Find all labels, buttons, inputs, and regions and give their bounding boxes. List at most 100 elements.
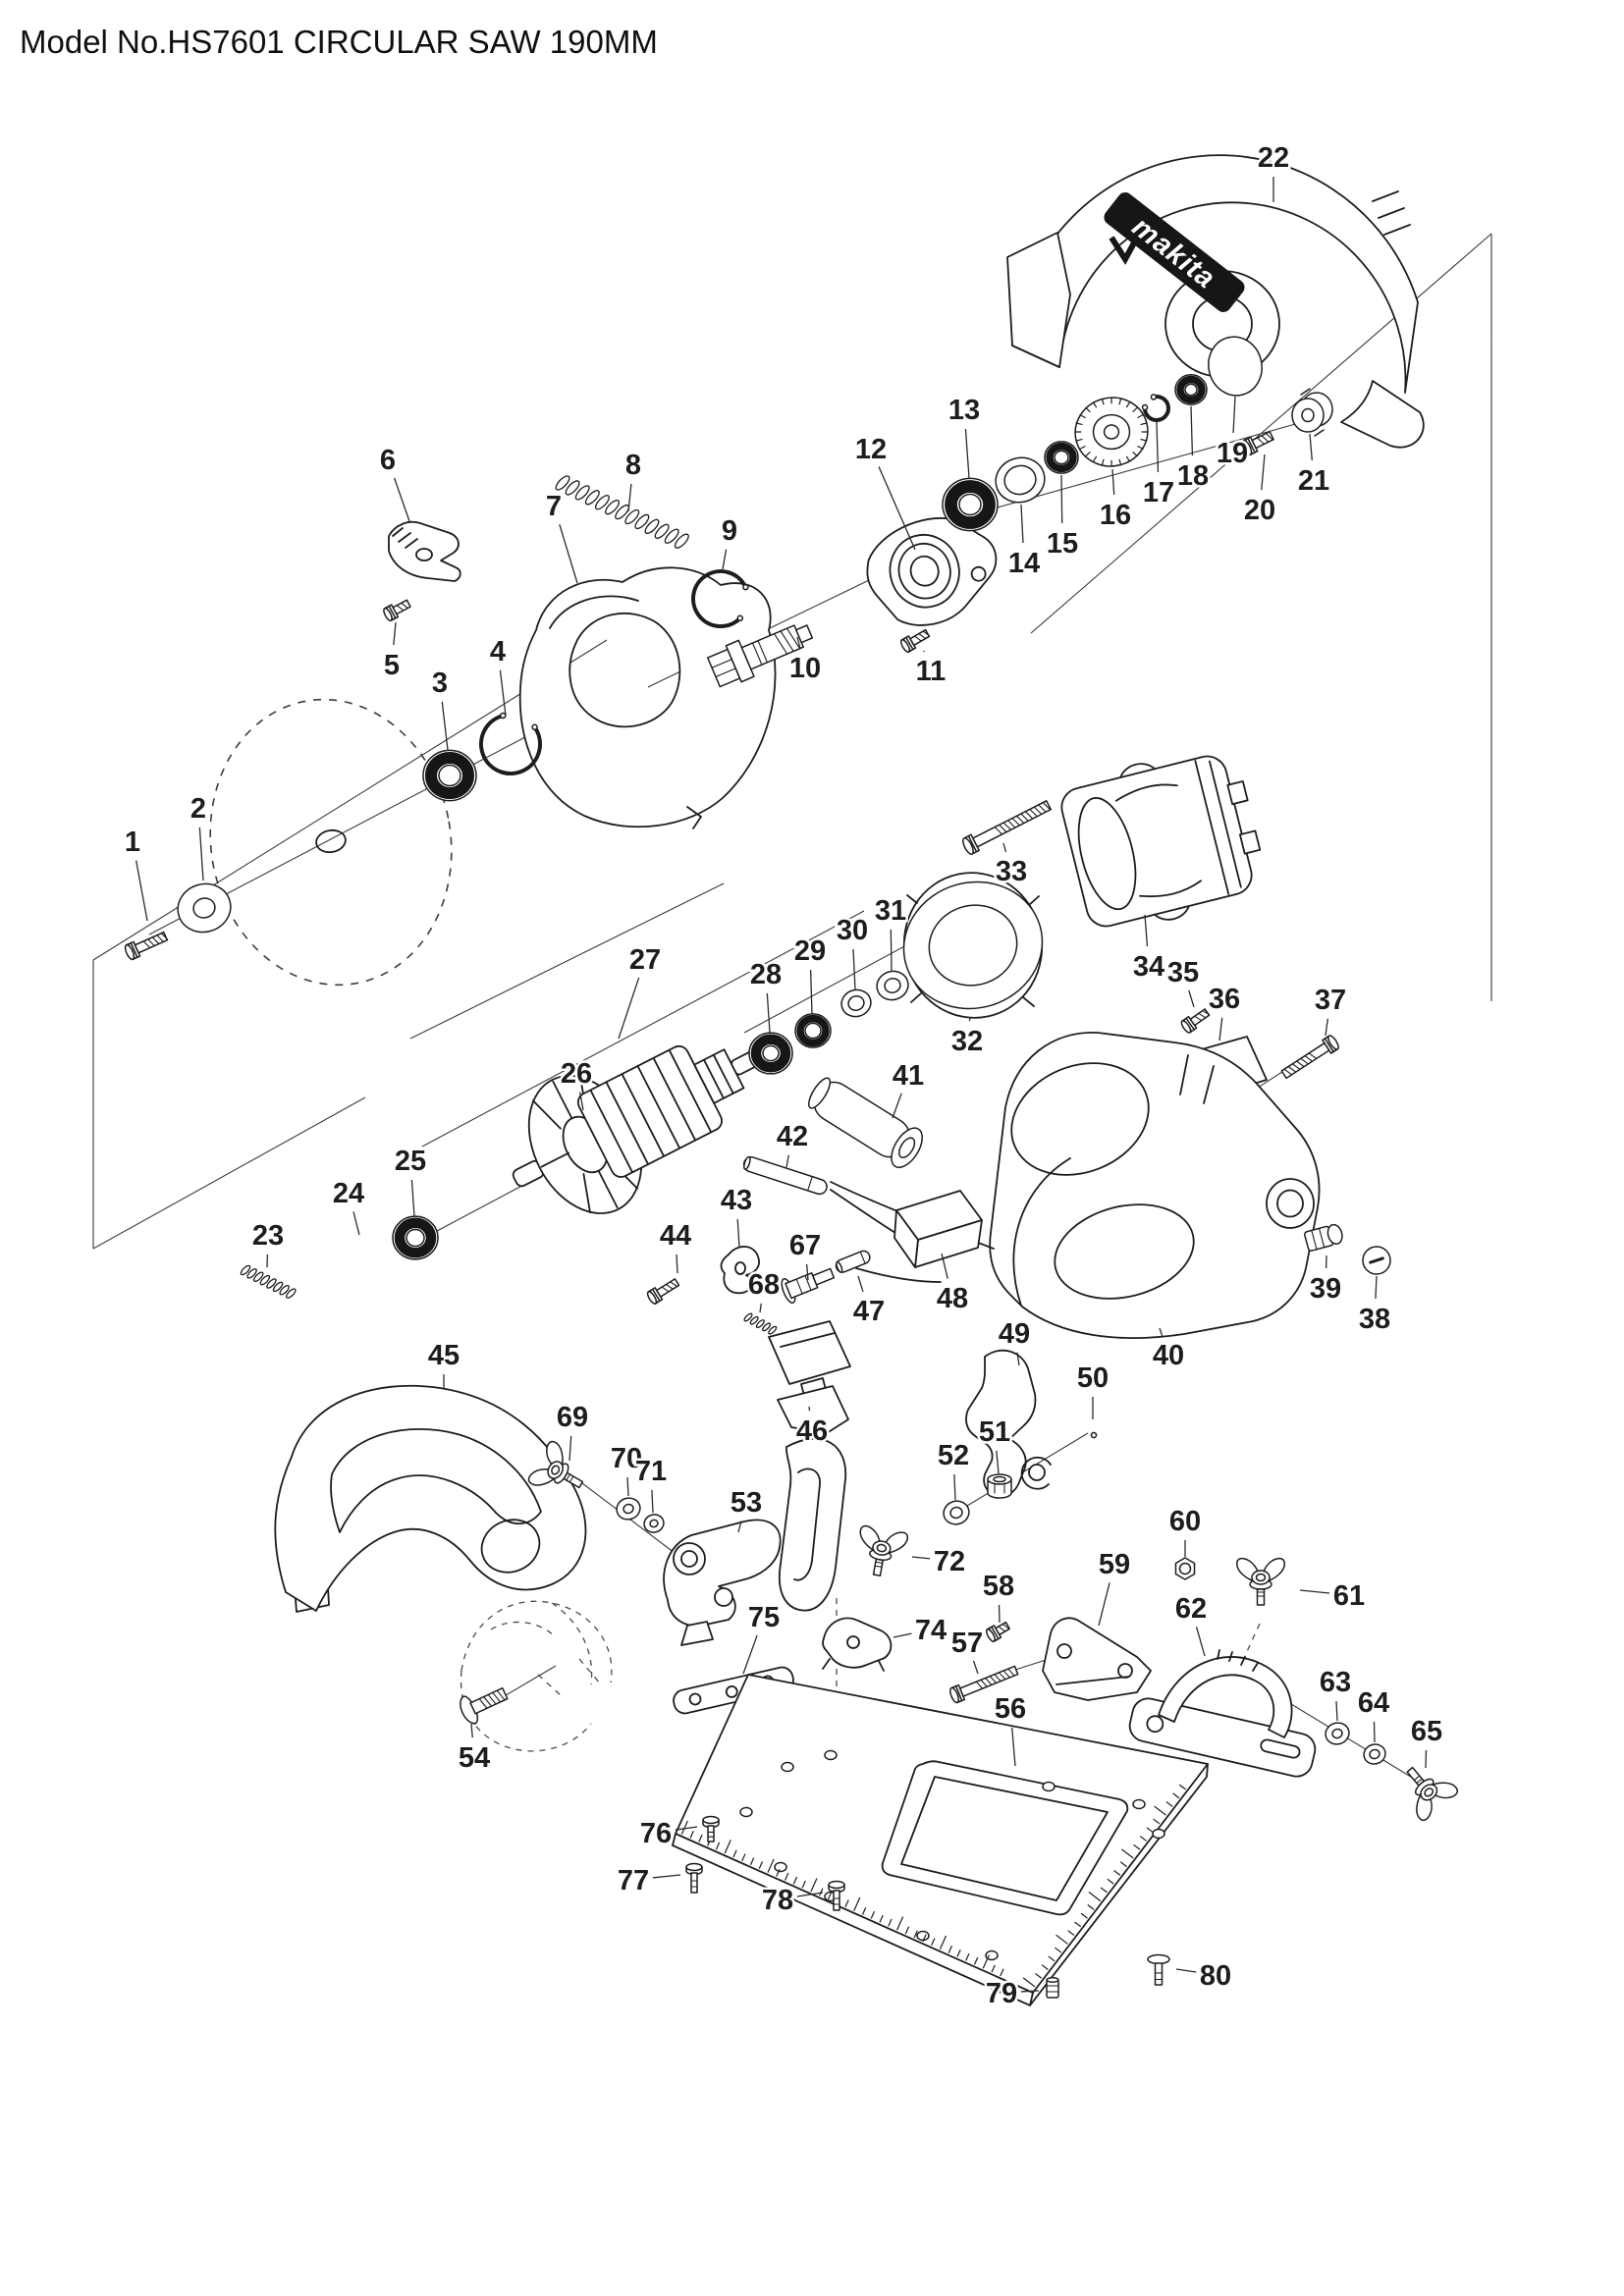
- part-58-callout: 58: [980, 1569, 1017, 1624]
- part-25-callout: 25: [392, 1144, 429, 1217]
- part-2-callout: 2: [188, 791, 209, 881]
- part-number-label: 69: [557, 1402, 588, 1433]
- part-32-glyph: [902, 881, 1044, 1010]
- part-3-glyph: [422, 749, 477, 802]
- part-49-callout: 49: [996, 1316, 1033, 1366]
- bearing-retainer-drawing: [866, 517, 998, 626]
- part-59-callout: 59: [1096, 1547, 1133, 1627]
- part-number-label: 31: [875, 895, 906, 927]
- part-number-label: 6: [380, 445, 396, 476]
- part-1-callout: 1: [122, 825, 148, 922]
- part-number-label: 65: [1411, 1716, 1442, 1747]
- part-25-glyph: [392, 1215, 439, 1260]
- part-number-label: 17: [1143, 477, 1174, 508]
- part-8-glyph: [555, 475, 689, 549]
- part-number-label: 56: [995, 1693, 1026, 1725]
- part-3-callout: 3: [429, 666, 451, 751]
- part-number-label: 16: [1100, 500, 1131, 531]
- part-51-callout: 51: [976, 1415, 1013, 1474]
- part-number-label: 64: [1358, 1687, 1389, 1719]
- part-number-label: 48: [937, 1283, 968, 1314]
- part-2-glyph: [177, 882, 232, 934]
- part-71-glyph: [643, 1514, 665, 1533]
- page-title: Model No.HS7601 CIRCULAR SAW 190MM: [20, 24, 658, 60]
- part-number-label: 57: [951, 1628, 983, 1659]
- part-11-glyph: [899, 628, 931, 653]
- part-47-glyph: [835, 1250, 871, 1273]
- part-23-glyph: [240, 1264, 297, 1299]
- part-68-callout: 68: [745, 1267, 783, 1313]
- blade-case-drawing: makita: [1006, 154, 1425, 449]
- part-16-glyph: [1074, 397, 1149, 467]
- part-number-label: 25: [395, 1146, 426, 1177]
- part-76-glyph: [702, 1815, 720, 1842]
- part-67-glyph: [781, 1267, 836, 1304]
- part-number-label: 47: [853, 1296, 885, 1327]
- bracket-59-drawing: [1042, 1617, 1152, 1701]
- part-35-callout: 35: [1164, 955, 1202, 1008]
- part-number-label: 37: [1315, 985, 1346, 1016]
- part-51-glyph: [987, 1473, 1012, 1499]
- part-number-label: 71: [635, 1456, 667, 1487]
- part-9-callout: 9: [719, 513, 740, 570]
- clamp-74-drawing: [822, 1617, 893, 1672]
- part-number-label: 27: [629, 944, 661, 976]
- part-11-callout: 11: [913, 650, 948, 690]
- part-80-glyph: [1147, 1953, 1170, 1986]
- safety-cover-drawing: [518, 566, 777, 829]
- part-number-label: 14: [1008, 548, 1040, 579]
- part-48-callout: 48: [934, 1253, 971, 1317]
- part-number-label: 79: [986, 1978, 1017, 2009]
- part-15-callout: 15: [1044, 474, 1081, 562]
- part-number-label: 44: [660, 1220, 691, 1252]
- part-18-callout: 18: [1174, 405, 1212, 495]
- part-21-glyph: [1291, 388, 1333, 437]
- part-number-label: 76: [640, 1818, 672, 1849]
- part-number-label: 26: [561, 1058, 592, 1090]
- part-50-callout: 50: [1074, 1361, 1111, 1419]
- part-64-glyph: [1363, 1743, 1386, 1765]
- part-number-label: 22: [1258, 142, 1289, 174]
- part-24-callout: 24: [330, 1176, 367, 1236]
- part-number-label: 74: [915, 1615, 947, 1646]
- part-71-callout: 71: [632, 1454, 670, 1514]
- part-60-callout: 60: [1166, 1504, 1204, 1557]
- part-72-glyph: [859, 1524, 909, 1577]
- part-number-label: 63: [1320, 1667, 1351, 1698]
- part-32-callout: 32: [948, 1016, 986, 1060]
- part-number-label: 30: [837, 915, 868, 946]
- handle-drawing: [274, 1384, 587, 1613]
- lockoff-lever-drawing: [965, 1349, 1052, 1497]
- part-number-label: 68: [748, 1269, 780, 1301]
- part-number-label: 3: [432, 667, 448, 699]
- part-number-label: 43: [721, 1185, 752, 1216]
- part-63-callout: 63: [1317, 1665, 1354, 1722]
- part-4-callout: 4: [487, 634, 509, 717]
- part-77-glyph: [685, 1862, 703, 1894]
- base-plate-drawing: [671, 1674, 1209, 2007]
- part-number-label: 2: [190, 793, 206, 825]
- part-47-callout: 47: [850, 1275, 888, 1330]
- part-number-label: 58: [983, 1571, 1014, 1602]
- part-number-label: 80: [1200, 1960, 1231, 1992]
- part-number-label: 21: [1298, 465, 1329, 497]
- part-8-callout: 8: [623, 448, 644, 512]
- part-69-callout: 69: [554, 1400, 591, 1462]
- part-29-glyph: [794, 1013, 832, 1048]
- part-number-label: 72: [934, 1546, 965, 1577]
- part-number-label: 39: [1310, 1273, 1341, 1305]
- part-40-callout: 40: [1150, 1327, 1187, 1374]
- part-number-label: 52: [938, 1440, 969, 1471]
- lever-6-drawing: [388, 520, 461, 582]
- part-58-glyph: [985, 1621, 1010, 1642]
- part-number-label: 42: [777, 1121, 808, 1152]
- part-number-label: 29: [794, 935, 826, 967]
- part-62-callout: 62: [1172, 1591, 1210, 1657]
- part-31-glyph: [876, 970, 909, 1001]
- part-52-glyph: [943, 1500, 970, 1525]
- part-number-label: 70: [611, 1443, 642, 1474]
- part-35-glyph: [1180, 1008, 1211, 1034]
- part-13-glyph: [942, 477, 999, 532]
- part-10-callout: 10: [786, 636, 824, 687]
